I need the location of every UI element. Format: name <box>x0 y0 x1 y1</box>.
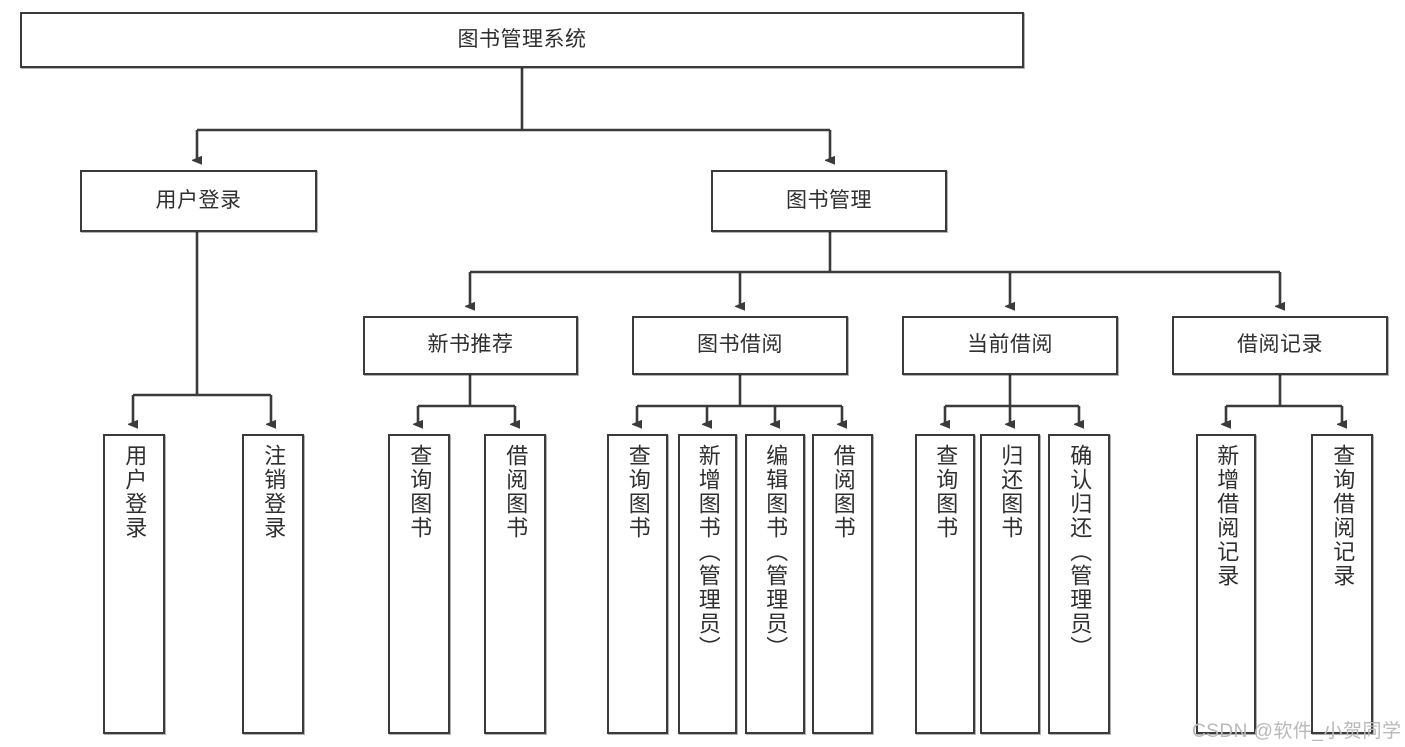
node-label: 确认归还（管理员） <box>1067 444 1093 660</box>
node-label: 用户登录 <box>155 188 242 212</box>
node-leaf-edit-book-admin[interactable]: 编辑图书（管理员） <box>745 434 805 734</box>
node-leaf-confirm-return-admin[interactable]: 确认归还（管理员） <box>1048 434 1110 734</box>
node-leaf-add-borrow-record[interactable]: 新增借阅记录 <box>1196 434 1256 734</box>
node-leaf-borrow-book[interactable]: 借阅图书 <box>812 434 873 734</box>
node-label: 编辑图书（管理员） <box>763 444 789 660</box>
node-label: 查询借阅记录 <box>1330 444 1356 588</box>
node-label: 查询图书 <box>933 444 959 540</box>
node-leaf-user-logout[interactable]: 注销登录 <box>242 434 304 734</box>
node-label: 图书管理系统 <box>457 27 587 51</box>
node-book-manage[interactable]: 图书管理 <box>711 170 947 232</box>
node-label: 新增借阅记录 <box>1214 444 1240 588</box>
node-label: 用户登录 <box>122 444 148 540</box>
node-label: 借阅图书 <box>503 444 529 540</box>
node-root-system[interactable]: 图书管理系统 <box>20 12 1024 68</box>
node-leaf-user-login[interactable]: 用户登录 <box>103 434 165 734</box>
node-leaf-query-book-recommend[interactable]: 查询图书 <box>388 434 450 734</box>
node-label: 借阅图书 <box>830 444 856 540</box>
node-label: 查询图书 <box>407 444 433 540</box>
node-label: 图书管理 <box>786 188 872 212</box>
node-leaf-borrow-book-recommend[interactable]: 借阅图书 <box>484 434 546 734</box>
node-user-login[interactable]: 用户登录 <box>80 170 317 232</box>
node-label: 注销登录 <box>261 444 287 540</box>
csdn-watermark: CSDN @软件_小贺同学 <box>1192 721 1402 742</box>
node-label: 图书借阅 <box>697 333 783 357</box>
node-label: 借阅记录 <box>1237 333 1323 357</box>
node-leaf-query-book-borrow[interactable]: 查询图书 <box>607 434 668 734</box>
node-label: 归还图书 <box>998 444 1024 540</box>
node-new-book-recommend[interactable]: 新书推荐 <box>363 316 578 375</box>
node-leaf-query-borrow-record[interactable]: 查询借阅记录 <box>1311 434 1373 734</box>
node-leaf-return-book[interactable]: 归还图书 <box>980 434 1040 734</box>
node-leaf-query-book-current[interactable]: 查询图书 <box>915 434 975 734</box>
node-borrow-record[interactable]: 借阅记录 <box>1172 316 1388 375</box>
node-current-borrow[interactable]: 当前借阅 <box>902 316 1118 375</box>
node-book-borrow[interactable]: 图书借阅 <box>632 316 848 375</box>
node-label: 新书推荐 <box>427 333 514 357</box>
node-leaf-add-book-admin[interactable]: 新增图书（管理员） <box>678 434 737 734</box>
node-label: 查询图书 <box>625 444 651 540</box>
node-label: 新增图书（管理员） <box>695 444 721 660</box>
node-label: 当前借阅 <box>967 333 1053 357</box>
